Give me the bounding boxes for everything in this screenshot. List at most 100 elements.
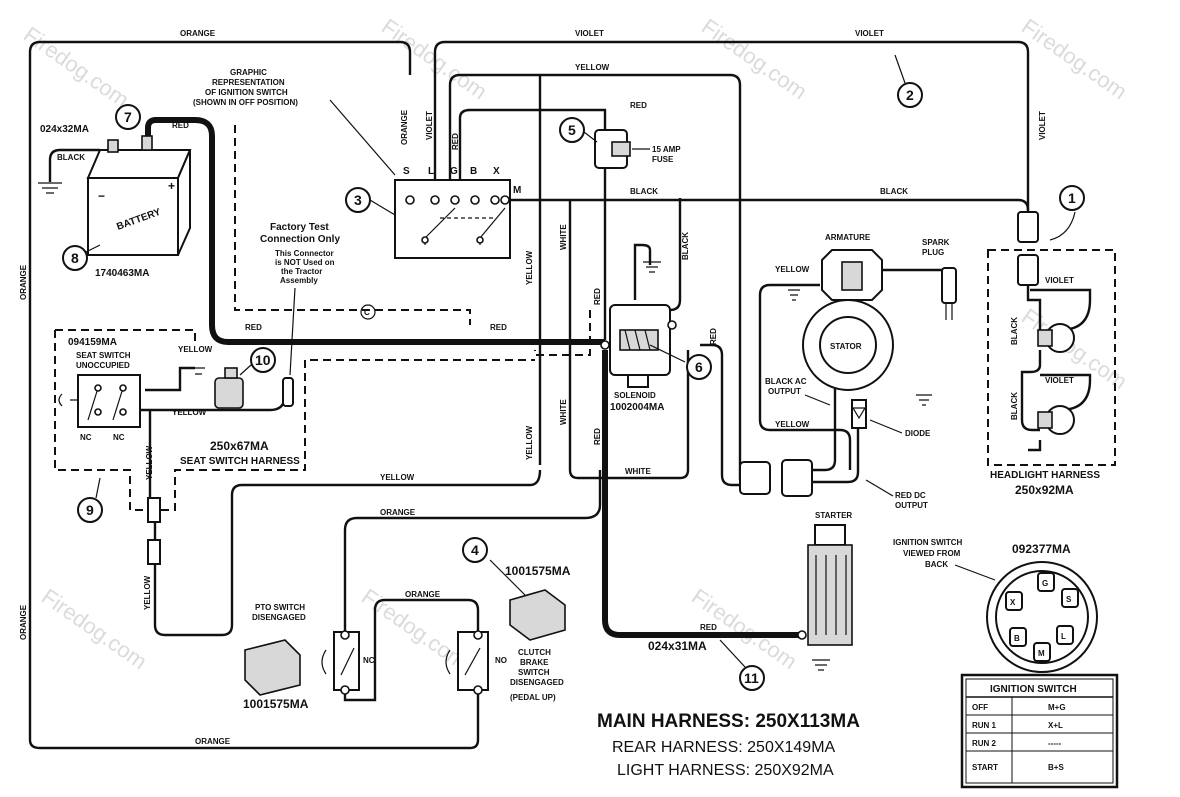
wire-label-white: WHITE bbox=[559, 224, 568, 250]
spark-plug-lead bbox=[882, 268, 952, 281]
table-position: RUN 1 bbox=[972, 721, 997, 730]
wire-label-yellow: YELLOW bbox=[775, 420, 810, 429]
terminal-g-label: G bbox=[450, 166, 458, 177]
terminal-m bbox=[1033, 642, 1051, 662]
terminal-g bbox=[1037, 572, 1055, 592]
ground-symbol bbox=[192, 367, 205, 375]
ignition-graphic-title: OF IGNITION SWITCH bbox=[205, 88, 288, 97]
wire-label-black: BLACK bbox=[630, 187, 658, 196]
factory-test-note: Assembly bbox=[280, 276, 318, 285]
red-dc-label: RED DC bbox=[895, 491, 926, 500]
orange-outer-wire bbox=[28, 40, 480, 750]
solenoid-label: SOLENOID bbox=[614, 391, 656, 400]
main-harness-title: MAIN HARNESS: 250X113MA bbox=[597, 711, 860, 732]
clutch-brake-switch: NO CLUTCH BRAKE SWITCH DISENGAGED (PEDAL… bbox=[445, 559, 571, 702]
terminal-b bbox=[1009, 627, 1027, 647]
red-right-wire bbox=[700, 343, 740, 487]
callout-number: 5 bbox=[568, 122, 576, 138]
red-dc-leader bbox=[865, 479, 894, 497]
ignition-graphic-title: GRAPHIC bbox=[230, 68, 267, 77]
terminal-point bbox=[500, 195, 510, 205]
black-ac-wire bbox=[810, 385, 837, 472]
wire-label-yellow: YELLOW bbox=[775, 265, 810, 274]
wire-label-black: BLACK bbox=[681, 232, 690, 260]
table-position: RUN 2 bbox=[972, 739, 997, 748]
yellow-seat-wire bbox=[130, 380, 287, 412]
diode-leader bbox=[869, 419, 903, 434]
red-battery-cable bbox=[145, 117, 605, 345]
wire-label-black: BLACK bbox=[57, 153, 85, 162]
ignition-graphic-title: (SHOWN IN OFF POSITION) bbox=[193, 98, 298, 107]
spark-plug-body bbox=[941, 267, 957, 304]
seat-switch-part: 094159MA bbox=[68, 337, 117, 348]
wire-label-red: RED bbox=[172, 121, 189, 130]
terminal-point bbox=[430, 195, 440, 205]
table-connection: ----- bbox=[1048, 739, 1062, 748]
solenoid-leader bbox=[649, 344, 686, 363]
callout-number: 6 bbox=[695, 359, 703, 375]
ignition-switch-graphic: GRAPHIC REPRESENTATION OF IGNITION SWITC… bbox=[193, 68, 521, 259]
battery-negative-terminal bbox=[107, 139, 119, 153]
ignition-switch-table: IGNITION SWITCH OFF M+G RUN 1 X+L RUN 2 … bbox=[960, 673, 1119, 789]
ground-symbol bbox=[812, 659, 830, 671]
wire-label-violet: VIOLET bbox=[855, 29, 884, 38]
ground-symbol bbox=[643, 261, 661, 273]
seat-switch-line1: SEAT SWITCH bbox=[76, 351, 131, 360]
seat-harness-label: SEAT SWITCH HARNESS bbox=[180, 456, 300, 467]
wire-label-red: RED bbox=[630, 101, 647, 110]
wire-label-white: WHITE bbox=[559, 399, 568, 425]
wire-label-white: WHITE bbox=[625, 467, 651, 476]
headlight-harness-boundary bbox=[987, 249, 1116, 466]
table-row: RUN 1 X+L bbox=[972, 721, 1063, 730]
factory-test-note: the Tractor bbox=[281, 267, 322, 276]
terminal-point bbox=[476, 236, 484, 244]
starter-cable-part: 024x31MA bbox=[648, 639, 707, 653]
ignition-back-label: IGNITION SWITCH bbox=[893, 538, 963, 547]
clutch-switch-picture bbox=[509, 589, 566, 641]
callout-number: 4 bbox=[471, 542, 479, 558]
clutch-part: 1001575MA bbox=[505, 564, 571, 578]
terminal-l-label: L bbox=[428, 166, 434, 177]
ignition-back-part: 092377MA bbox=[1012, 542, 1071, 556]
yellow-long-wire bbox=[153, 469, 542, 637]
starter-ribs bbox=[815, 555, 847, 635]
battery-ground-wire bbox=[48, 148, 100, 182]
terminal-x-label: X bbox=[493, 166, 500, 177]
factory-test-connection: Factory Test Connection Only This Connec… bbox=[260, 222, 340, 407]
violet-wire bbox=[433, 40, 1030, 212]
solenoid-coil-lines bbox=[624, 329, 651, 351]
callout-number: 1 bbox=[1068, 190, 1076, 206]
callout-number: 8 bbox=[71, 250, 79, 266]
callout-10-leader bbox=[239, 364, 252, 376]
ignition-switch-box bbox=[394, 179, 511, 259]
red-starter-cable bbox=[602, 350, 800, 638]
wire-label-red: RED bbox=[700, 623, 717, 632]
wire-label-orange: ORANGE bbox=[405, 590, 441, 599]
engine-connector-right bbox=[781, 459, 813, 497]
factory-test-connector bbox=[282, 377, 294, 407]
solenoid-terminal bbox=[667, 320, 677, 330]
pto-switch: PTO SWITCH DISENGAGED NC 1001575MA bbox=[243, 603, 375, 711]
wire-label-red: RED bbox=[451, 133, 460, 150]
factory-test-leader bbox=[289, 287, 296, 376]
wire-label-red: RED bbox=[709, 328, 718, 345]
terminal-point bbox=[450, 195, 460, 205]
terminal-s-label: S bbox=[1066, 595, 1072, 604]
main-harness-boundary-right bbox=[534, 310, 591, 356]
wire-label-orange: ORANGE bbox=[400, 109, 409, 145]
headlight-socket bbox=[1037, 329, 1053, 347]
battery-minus-sign: − bbox=[98, 189, 105, 203]
seat-switch: 094159MA SEAT SWITCH UNOCCUPIED NC NC 25… bbox=[58, 337, 300, 565]
table-connection: X+L bbox=[1048, 721, 1063, 730]
battery-part-bottom: 1740463MA bbox=[95, 268, 149, 279]
wire-label-yellow: YELLOW bbox=[525, 425, 534, 460]
solenoid-terminal bbox=[600, 340, 610, 350]
copyright-marks: C bbox=[360, 304, 376, 320]
ignition-back-label: VIEWED FROM bbox=[903, 549, 961, 558]
battery-positive-terminal bbox=[141, 135, 153, 151]
terminal-s bbox=[1061, 588, 1079, 608]
seat-harness-connector bbox=[147, 497, 161, 523]
wire-label-black: BLACK bbox=[1010, 317, 1019, 345]
callout-number: 11 bbox=[744, 670, 759, 686]
spark-plug-label: SPARK bbox=[922, 238, 950, 247]
